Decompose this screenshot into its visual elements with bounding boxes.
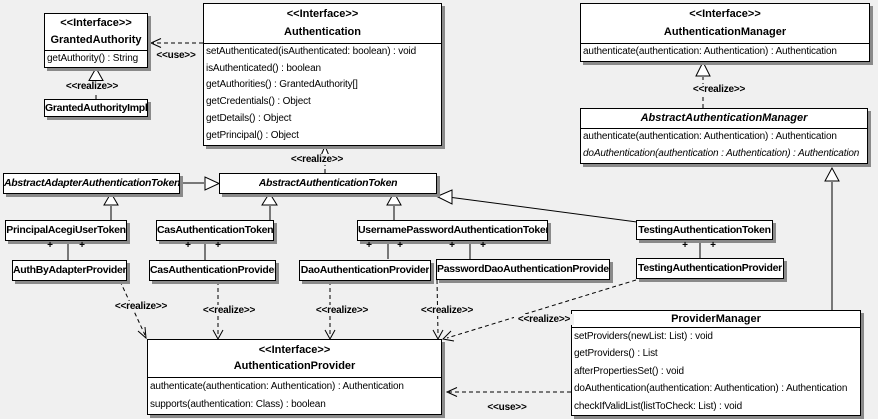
- use-label: <<use>>: [152, 50, 200, 61]
- class-password-dao-authentication-provider[interactable]: PasswordDaoAuthenticationProvider: [436, 259, 610, 280]
- generalization-adaptertoken-abstracttoken: [180, 176, 221, 191]
- class-name: GrantedAuthority: [50, 33, 142, 46]
- realize-label: <<realize>>: [287, 154, 347, 165]
- realize-testingprovider-authenticationprovider: [441, 279, 637, 342]
- class-name: AuthenticationManager: [663, 25, 787, 38]
- multiplicity-plus: +: [366, 240, 372, 251]
- method-compartment: getAuthority() : String: [45, 51, 147, 67]
- use-providermanager-authenticationprovider: [445, 387, 571, 397]
- class-name: AuthenticationProvider: [233, 360, 356, 373]
- class-authentication-provider[interactable]: <<Interface>> AuthenticationProvider aut…: [147, 339, 442, 415]
- class-principal-acegi-user-token[interactable]: PrincipalAcegiUserToken: [5, 220, 127, 241]
- class-abstract-authentication-manager[interactable]: AbstractAuthenticationManager authentica…: [580, 108, 868, 164]
- class-name: DaoAuthenticationProvider: [300, 264, 430, 276]
- multiplicity-plus: +: [215, 240, 221, 251]
- method: getAuthorities() : GrantedAuthority[]: [206, 79, 358, 91]
- class-abstract-adapter-authentication-token[interactable]: AbstractAdapterAuthenticationToken: [3, 173, 180, 194]
- class-header: <<Interface>> AuthenticationManager: [581, 4, 869, 44]
- method: getProviders() : List: [574, 348, 658, 360]
- method: supports(authentication: Class) : boolea…: [150, 398, 326, 410]
- realize-label: <<realize>>: [417, 305, 477, 316]
- realize-label: <<realize>>: [199, 305, 259, 316]
- method: isAuthenticated() : boolean: [206, 62, 321, 74]
- class-name: UsernamePasswordAuthenticationToken: [358, 224, 547, 236]
- use-authentication-grantedauthority: [149, 38, 203, 48]
- method-compartment: setProviders(newList: List) : void getPr…: [572, 328, 860, 415]
- abstract-method: doAuthentication(authentication : Authen…: [583, 147, 860, 159]
- method: getDetails() : Object: [206, 112, 292, 124]
- method: getAuthority() : String: [47, 53, 139, 64]
- class-name: GrantedAuthorityImpl: [45, 101, 147, 114]
- class-header: <<Interface>> AuthenticationProvider: [148, 340, 441, 378]
- class-granted-authority[interactable]: <<Interface>> GrantedAuthority getAuthor…: [44, 13, 148, 68]
- class-name: PasswordDaoAuthenticationProvider: [437, 263, 609, 275]
- method: doAuthentication(authentication: Authent…: [574, 383, 848, 395]
- class-authentication-manager[interactable]: <<Interface>> AuthenticationManager auth…: [580, 3, 870, 62]
- generalization-castoken-abstracttoken: [261, 192, 278, 220]
- method: afterPropertiesSet() : void: [574, 365, 684, 377]
- generalization-testingtoken-abstracttoken: [435, 189, 638, 223]
- stereotype-label: <<Interface>>: [689, 8, 761, 21]
- multiplicity-plus: +: [449, 240, 455, 251]
- class-cas-authentication-token[interactable]: CasAuthenticationToken: [156, 220, 274, 241]
- class-name: TestingAuthenticationToken: [638, 223, 771, 236]
- multiplicity-plus: +: [79, 240, 85, 251]
- generalization-providermanager-abstractauthenticationmanager: [824, 166, 840, 310]
- method-compartment: authenticate(authentication: Authenticat…: [581, 44, 869, 60]
- class-testing-authentication-provider[interactable]: TestingAuthenticationProvider: [636, 258, 784, 279]
- class-header: <<Interface>> GrantedAuthority: [45, 14, 147, 51]
- class-name: AuthByAdapterProvider: [13, 264, 126, 276]
- method-compartment: setAuthenticated(isAuthenticated: boolea…: [204, 44, 441, 144]
- stereotype-label: <<Interface>>: [258, 343, 331, 356]
- method: authenticate(authentication: Authenticat…: [583, 131, 837, 142]
- class-username-password-authentication-token[interactable]: UsernamePasswordAuthenticationToken: [357, 220, 548, 241]
- class-authentication[interactable]: <<Interface>> Authentication setAuthenti…: [203, 3, 442, 146]
- multiplicity-plus: +: [47, 240, 53, 251]
- method-compartment: authenticate(authentication: Authenticat…: [581, 129, 867, 162]
- class-name: PrincipalAcegiUserToken: [6, 224, 126, 236]
- stereotype-label: <<Interface>>: [60, 17, 132, 30]
- generalization-principaltoken-adaptertoken: [103, 192, 119, 220]
- realize-label: <<realize>>: [689, 84, 749, 95]
- class-name: CasAuthenticationProvider: [150, 264, 275, 276]
- multiplicity-plus: +: [710, 240, 716, 251]
- class-name: ProviderManager: [671, 312, 761, 325]
- method: getPrincipal() : Object: [206, 129, 299, 141]
- multiplicity-plus: +: [185, 240, 191, 251]
- class-name: CasAuthenticationToken: [157, 224, 273, 236]
- class-header: <<Interface>> Authentication: [204, 4, 441, 44]
- multiplicity-plus: +: [682, 240, 688, 251]
- realize-label: <<realize>>: [62, 81, 122, 92]
- class-name: AbstractAuthenticationManager: [640, 112, 808, 124]
- class-cas-authentication-provider[interactable]: CasAuthenticationProvider: [149, 260, 276, 281]
- realize-label: <<realize>>: [312, 305, 372, 316]
- generalization-usernamepasswordtoken-abstracttoken: [386, 191, 402, 220]
- class-name: AbstractAdapterAuthenticationToken: [4, 177, 179, 189]
- multiplicity-plus: +: [397, 240, 403, 251]
- realize-label: <<realize>>: [111, 301, 171, 312]
- method: setAuthenticated(isAuthenticated: boolea…: [206, 46, 417, 57]
- method: getCredentials() : Object: [206, 96, 311, 108]
- use-label: <<use>>: [483, 402, 531, 413]
- class-provider-manager[interactable]: ProviderManager setProviders(newList: Li…: [571, 310, 861, 416]
- class-auth-by-adapter-provider[interactable]: AuthByAdapterProvider: [12, 260, 127, 281]
- class-abstract-authentication-token[interactable]: AbstractAuthenticationToken: [219, 173, 437, 194]
- class-dao-authentication-provider[interactable]: DaoAuthenticationProvider: [299, 260, 431, 281]
- method: authenticate(authentication: Authenticat…: [150, 381, 404, 392]
- multiplicity-plus: +: [480, 240, 486, 251]
- class-name: TestingAuthenticationProvider: [638, 262, 782, 274]
- class-granted-authority-impl[interactable]: GrantedAuthorityImpl: [44, 99, 148, 117]
- class-testing-authentication-token[interactable]: TestingAuthenticationToken: [636, 220, 773, 240]
- class-name: AbstractAuthenticationToken: [258, 177, 398, 189]
- realize-label: <<realize>>: [514, 314, 574, 325]
- stereotype-label: <<Interface>>: [286, 8, 359, 21]
- class-header: AbstractAuthenticationManager: [581, 109, 867, 129]
- class-header: ProviderManager: [572, 311, 860, 328]
- method-compartment: authenticate(authentication: Authenticat…: [148, 378, 441, 413]
- class-name: Authentication: [284, 25, 361, 38]
- method: authenticate(authentication: Authenticat…: [583, 46, 837, 57]
- method: setProviders(newList: List) : void: [574, 331, 713, 342]
- method: checkIfValidList(listToCheck: List) : vo…: [574, 400, 743, 412]
